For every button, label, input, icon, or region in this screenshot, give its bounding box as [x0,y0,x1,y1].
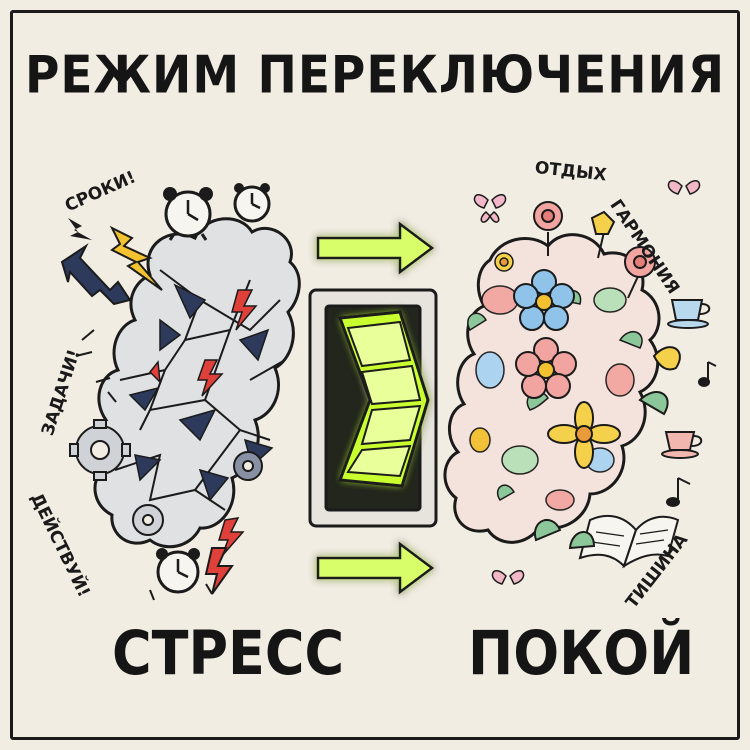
lightning-icon [204,547,234,595]
lightning-icon [109,225,163,291]
flower-icon [624,246,656,299]
gear-icon [233,451,263,481]
leaf-icon [638,346,681,416]
arrow-right-icon [316,221,435,275]
gear-icon [69,419,131,481]
alarm-clock-icon [156,548,200,594]
calm-label: ПОКОЙ [468,618,695,689]
lightning-icon [68,218,92,240]
butterfly-icon [667,180,701,195]
flower-icon [547,401,621,469]
music-note-icon [666,477,691,507]
teacup-icon [667,299,711,329]
flower-icon [515,337,577,399]
flower-icon [513,269,575,331]
teacup-icon [661,431,703,459]
flower-icon [494,252,514,272]
alarm-clock-icon [163,187,213,241]
music-note-icon [698,361,717,387]
book-icon [578,514,680,569]
gear-icon [132,504,164,536]
flower-icon [533,201,563,256]
motion-marks [75,329,213,601]
leaf-icon [533,518,596,550]
stressed-brain [69,217,301,557]
alarm-clock-icon [233,183,271,223]
calm-brain [443,233,661,544]
butterfly-icon [491,570,525,585]
stress-label: СТРЕСС [112,618,345,689]
rising-arrow-icon [60,243,132,306]
flower-icon [590,210,616,259]
butterfly-icon [473,194,507,223]
page-title: РЕЖИМ ПЕРЕКЛЮЧЕНИЯ [24,45,726,106]
arrow-right-icon [316,541,435,595]
toggle-switch [308,288,438,528]
